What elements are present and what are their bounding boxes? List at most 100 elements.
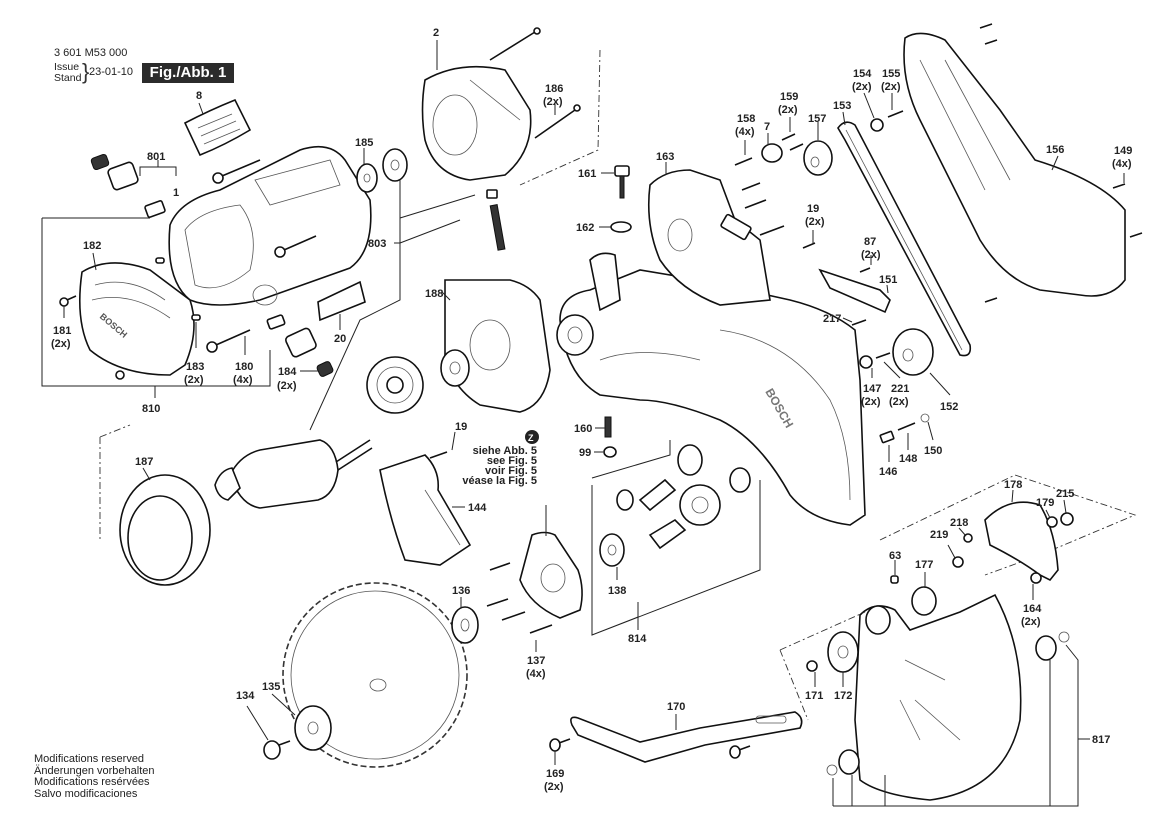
label-160[interactable]: 160 (574, 423, 592, 435)
label-177[interactable]: 177 (915, 559, 933, 571)
screw-part-19b[interactable] (802, 242, 816, 249)
screw-part-149[interactable] (979, 23, 1143, 303)
label-2[interactable]: 2 (433, 27, 439, 39)
motor-housing-part-1[interactable] (168, 145, 372, 306)
label-217[interactable]: 217 (823, 313, 841, 325)
label-178[interactable]: 178 (1004, 479, 1022, 491)
label-99[interactable]: 99 (579, 447, 591, 459)
label-153[interactable]: 153 (833, 100, 851, 112)
pulley-part-157[interactable] (803, 140, 833, 176)
label-182[interactable]: 182 (83, 240, 101, 252)
bolt-part-158[interactable] (734, 157, 785, 236)
saw-arm-housing[interactable]: BOSCH (556, 269, 866, 526)
washer-part-147[interactable] (859, 355, 873, 369)
label-215[interactable]: 215 (1056, 488, 1074, 500)
label-179[interactable]: 179 (1036, 497, 1054, 509)
label-7[interactable]: 7 (764, 121, 770, 133)
label-157[interactable]: 157 (808, 113, 826, 125)
label-221[interactable]: 221 (891, 383, 909, 395)
label-181[interactable]: 181 (53, 325, 71, 337)
label-144[interactable]: 144 (468, 502, 487, 514)
gear-assembly[interactable] (599, 444, 751, 567)
nut-part-215[interactable] (1060, 512, 1074, 526)
screw-part-181[interactable] (59, 295, 77, 307)
screw-part-159[interactable] (781, 133, 804, 151)
label-20[interactable]: 20 (334, 333, 346, 345)
guide-part-151[interactable] (818, 268, 891, 314)
rating-plate-part-8[interactable] (183, 98, 252, 157)
label-87[interactable]: 87 (864, 236, 876, 248)
label-135[interactable]: 135 (262, 681, 280, 693)
spring-part-146[interactable] (879, 430, 895, 444)
label-814[interactable]: 814 (628, 633, 647, 645)
label-183[interactable]: 183 (186, 361, 204, 373)
label-63[interactable]: 63 (889, 550, 901, 562)
label-184[interactable]: 184 (278, 366, 297, 378)
brush-holder-top[interactable] (90, 153, 166, 218)
label-155[interactable]: 155 (882, 68, 900, 80)
label-171[interactable]: 171 (805, 690, 823, 702)
pin-part-183a[interactable] (155, 257, 165, 264)
bearing-plate-part-188[interactable] (440, 279, 551, 413)
screw-part-181b[interactable] (115, 370, 125, 380)
dowel-pin[interactable] (486, 189, 506, 251)
screw-part-169[interactable] (549, 738, 751, 759)
ring-part-187[interactable] (119, 474, 211, 586)
pin-part-148[interactable] (897, 422, 916, 431)
brush-holder-part-184[interactable] (266, 314, 334, 378)
bolt-part-180[interactable] (206, 159, 317, 353)
label-186[interactable]: 186 (545, 83, 563, 95)
washer-part-154[interactable] (870, 118, 884, 132)
fan-impeller[interactable] (366, 356, 424, 414)
label-188[interactable]: 188 (425, 288, 443, 300)
label-170[interactable]: 170 (667, 701, 685, 713)
retaining-ring-part-150[interactable] (920, 413, 930, 423)
gear-cover-plate[interactable] (519, 531, 583, 619)
flange-part-136[interactable] (451, 606, 479, 644)
label-19[interactable]: 19 (455, 421, 467, 433)
label-19b[interactable]: 19 (807, 203, 819, 215)
nut-part-63[interactable] (890, 575, 899, 584)
label-137[interactable]: 137 (527, 655, 545, 667)
screw-part-164[interactable] (1030, 572, 1042, 584)
screw-part-19[interactable] (429, 451, 448, 459)
label-8[interactable]: 8 (196, 90, 202, 102)
label-159[interactable]: 159 (780, 91, 798, 103)
guard-bearings[interactable] (826, 631, 1070, 776)
motor-cover-part-182[interactable]: BOSCH (78, 262, 195, 376)
label-803[interactable]: 803 (368, 238, 386, 250)
flange-part-172[interactable] (827, 631, 859, 673)
label-187[interactable]: 187 (135, 456, 153, 468)
label-138[interactable]: 138 (608, 585, 626, 597)
label-218[interactable]: 218 (950, 517, 968, 529)
label-163[interactable]: 163 (656, 151, 674, 163)
label-152[interactable]: 152 (940, 401, 958, 413)
label-150[interactable]: 150 (924, 445, 942, 457)
screw-part-137[interactable] (486, 562, 553, 634)
label-151[interactable]: 151 (879, 274, 897, 286)
label-146[interactable]: 146 (879, 466, 897, 478)
label-185[interactable]: 185 (355, 137, 373, 149)
pin-part-160[interactable] (604, 416, 612, 438)
washer-part-179[interactable] (1046, 516, 1058, 528)
label-plate-part-20[interactable] (317, 280, 366, 322)
blade-guard[interactable] (854, 593, 1022, 801)
washer-part-162[interactable] (610, 221, 632, 233)
label-154[interactable]: 154 (853, 68, 872, 80)
label-817[interactable]: 817 (1092, 734, 1110, 746)
label-810[interactable]: 810 (142, 403, 160, 415)
screw-part-219[interactable] (952, 556, 964, 568)
nut-part-99[interactable] (603, 446, 617, 458)
label-801[interactable]: 801 (147, 151, 165, 163)
label-162[interactable]: 162 (576, 222, 594, 234)
label-180[interactable]: 180 (235, 361, 253, 373)
dust-port[interactable] (589, 252, 621, 312)
support-arm-part-170[interactable] (570, 711, 803, 763)
label-1[interactable]: 1 (173, 187, 179, 199)
label-136[interactable]: 136 (452, 585, 470, 597)
label-148[interactable]: 148 (899, 453, 917, 465)
belt-cover-part-156[interactable] (903, 32, 1126, 297)
screw-part-221[interactable] (875, 352, 891, 359)
label-147[interactable]: 147 (863, 383, 881, 395)
pin-part-183b[interactable] (191, 314, 201, 321)
